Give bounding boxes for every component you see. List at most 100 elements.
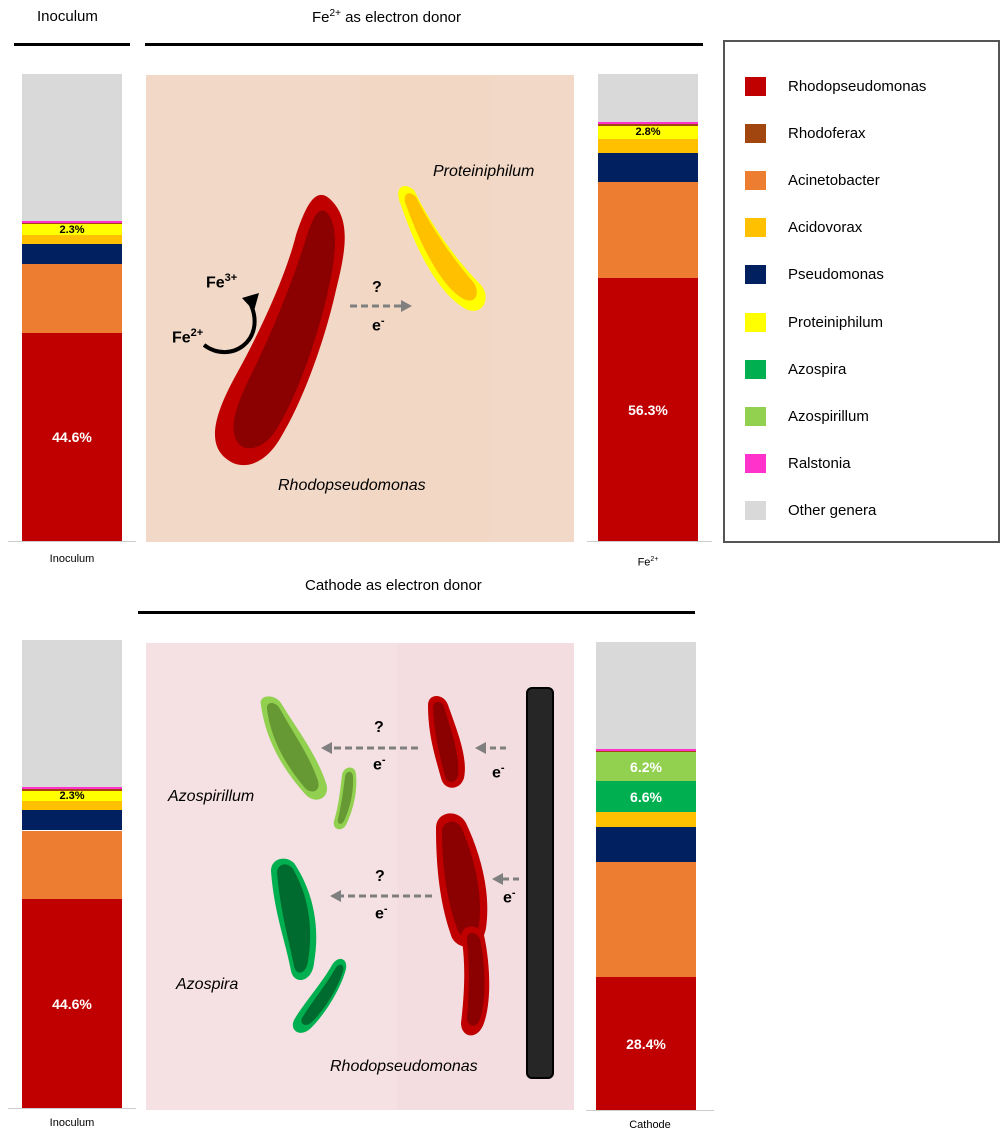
bar-segment-pseudomonas xyxy=(596,827,696,862)
legend-item: Acinetobacter xyxy=(745,169,880,191)
bar-segment-proteiniphilum: 2.8% xyxy=(598,126,698,139)
bar-segment-pseudomonas xyxy=(598,153,698,182)
baseline-fe xyxy=(587,541,712,542)
rhodopseudomonas-label-fe: Rhodopseudomonas xyxy=(278,477,426,495)
bar-segment-acinetobacter xyxy=(598,182,698,278)
legend-swatch-icon xyxy=(745,360,766,379)
legend-label: Other genera xyxy=(788,502,876,519)
bar-segment-acinetobacter xyxy=(596,862,696,977)
bar-segment-proteiniphilum: 2.3% xyxy=(22,791,122,802)
bar-label-cathode: Cathode xyxy=(590,1119,710,1131)
baseline-inoculum-bottom xyxy=(8,1108,136,1109)
bar-segment-value-label: 44.6% xyxy=(52,996,92,1012)
fe-panel-background xyxy=(146,75,574,542)
bar-segment-azospira: 6.6% xyxy=(596,781,696,812)
rhodopseudomonas-label-cathode: Rhodopseudomonas xyxy=(330,1058,478,1076)
legend-label: Rhodopseudomonas xyxy=(788,78,926,95)
electron-label-top-left: e- xyxy=(373,754,386,774)
bar-segment-proteiniphilum: 2.3% xyxy=(22,224,122,235)
bar-segment-value-label: 44.6% xyxy=(52,429,92,445)
fe-section-title: Fe2+ as electron donor xyxy=(312,8,461,26)
fe3-label: Fe3+ xyxy=(206,272,237,292)
bar-segment-ralstonia xyxy=(22,787,122,789)
bar-segment-rhodopseudomonas: 44.6% xyxy=(22,333,122,541)
bar-segment-value-label: 56.3% xyxy=(628,402,668,418)
legend-swatch-icon xyxy=(745,218,766,237)
legend-label: Proteiniphilum xyxy=(788,314,883,331)
bar-segment-other-genera xyxy=(596,642,696,749)
bar-segment-acidovorax xyxy=(596,812,696,827)
fe2-label: Fe2+ xyxy=(172,327,203,347)
baseline-inoculum-top xyxy=(8,541,136,542)
stacked-bar-inoculum-top: 44.6% 2.3% xyxy=(22,74,122,541)
electron-label-bottom-right: e- xyxy=(503,887,516,907)
stacked-bar-fe: 56.3% 2.8% xyxy=(598,74,698,541)
legend-label: Rhodoferax xyxy=(788,125,866,142)
legend-swatch-icon xyxy=(745,77,766,96)
unknown-mechanism-mark-top: ? xyxy=(374,719,384,737)
legend-item: Other genera xyxy=(745,500,876,522)
bar-segment-rhodopseudomonas: 28.4% xyxy=(596,977,696,1110)
bar-segment-rhodopseudomonas: 56.3% xyxy=(598,278,698,541)
legend-swatch-icon xyxy=(745,171,766,190)
unknown-mechanism-mark-bottom: ? xyxy=(375,868,385,886)
cathode-section-title: Cathode as electron donor xyxy=(305,577,482,594)
legend-item: Proteiniphilum xyxy=(745,311,883,333)
stacked-bar-inoculum-bottom: 44.6% 2.3% xyxy=(22,640,122,1108)
legend-swatch-icon xyxy=(745,454,766,473)
bar-segment-other-genera xyxy=(22,74,122,221)
legend-item: Azospirillum xyxy=(745,405,869,427)
legend-label: Pseudomonas xyxy=(788,266,884,283)
legend-swatch-icon xyxy=(745,313,766,332)
bar-segment-acinetobacter xyxy=(22,264,122,333)
fe-section-rule xyxy=(145,43,703,46)
bar-segment-rhodopseudomonas: 44.6% xyxy=(22,899,122,1108)
cathode-electrode xyxy=(527,688,553,1078)
bar-segment-value-label: 6.2% xyxy=(630,759,662,775)
bar-segment-acidovorax xyxy=(598,139,698,153)
bar-label-inoculum-bottom: Inoculum xyxy=(12,1117,132,1129)
legend-label: Azospirillum xyxy=(788,408,869,425)
bar-segment-other-genera xyxy=(598,74,698,122)
legend-swatch-icon xyxy=(745,501,766,520)
legend-item: Rhodoferax xyxy=(745,122,866,144)
bar-segment-value-label: 2.8% xyxy=(635,126,660,138)
stacked-bar-cathode: 28.4% 6.6% 6.2% xyxy=(596,642,696,1110)
baseline-cathode xyxy=(586,1110,714,1111)
legend-label: Azospira xyxy=(788,361,846,378)
legend-label: Ralstonia xyxy=(788,455,851,472)
cathode-diagram-svg xyxy=(146,643,574,1110)
proteiniphilum-label: Proteiniphilum xyxy=(433,163,534,181)
legend-swatch-icon xyxy=(745,265,766,284)
fe-diagram-svg xyxy=(146,75,574,542)
bar-segment-azospirillum: 6.2% xyxy=(596,752,696,781)
bar-segment-rhodoferax xyxy=(598,124,698,126)
legend-item: Pseudomonas xyxy=(745,264,884,286)
legend-label: Acinetobacter xyxy=(788,172,880,189)
inoculum-header: Inoculum xyxy=(37,8,98,25)
bar-segment-value-label: 2.3% xyxy=(59,224,84,236)
inoculum-header-rule xyxy=(14,43,130,46)
legend-swatch-icon xyxy=(745,124,766,143)
electron-label-fe: e- xyxy=(372,315,385,335)
azospirillum-label: Azospirillum xyxy=(168,788,254,806)
legend-swatch-icon xyxy=(745,407,766,426)
bar-segment-ralstonia xyxy=(598,122,698,124)
legend-item: Ralstonia xyxy=(745,453,851,475)
rhodopseudomonas-cell-third xyxy=(461,926,489,1035)
cathode-diagram-panel: Azospirillum Azospira Rhodopseudomonas ?… xyxy=(146,643,574,1110)
bar-segment-value-label: 28.4% xyxy=(626,1036,666,1052)
legend-item: Azospira xyxy=(745,358,846,380)
legend-label: Acidovorax xyxy=(788,219,862,236)
azospira-label: Azospira xyxy=(176,976,238,994)
cathode-section-rule xyxy=(138,611,695,614)
bar-segment-rhodoferax xyxy=(596,751,696,753)
bar-segment-acidovorax xyxy=(22,235,122,243)
unknown-mechanism-mark-fe: ? xyxy=(372,279,382,297)
bar-segment-other-genera xyxy=(22,640,122,787)
electron-label-top-right: e- xyxy=(492,762,505,782)
bar-segment-ralstonia xyxy=(22,221,122,223)
electron-label-bottom-left: e- xyxy=(375,903,388,923)
bar-segment-pseudomonas xyxy=(22,810,122,831)
